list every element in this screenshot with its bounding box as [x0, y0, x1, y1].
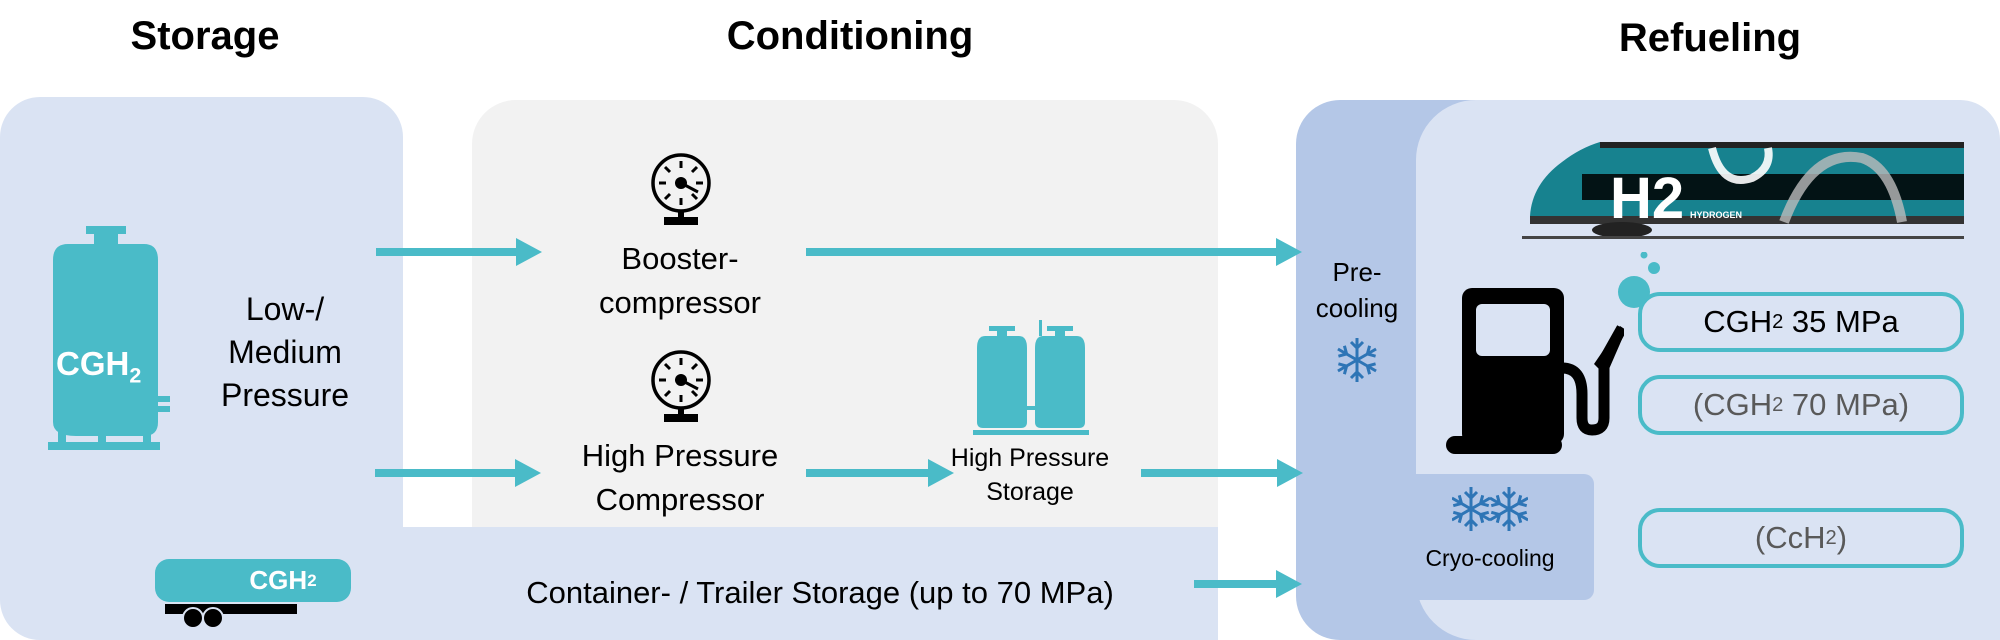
cryo-snowflake-icon-2: [1490, 485, 1528, 533]
train-hydrogen-text: HYDROGEN: [1690, 210, 1742, 220]
arrow-hp-storage-to-refueling: [1141, 459, 1303, 487]
arrow-to-hp-compressor: [375, 459, 541, 487]
hydrogen-train-icon: H2 HYDROGEN: [1522, 142, 1964, 239]
hp-compressor-line-1: High Pressure: [581, 438, 779, 473]
cryo-cooling-label: Cryo-cooling: [1425, 545, 1555, 571]
hp-compressor-line-2: Compressor: [595, 482, 765, 517]
booster-gauge-icon: [651, 153, 711, 225]
arrow-to-booster: [376, 238, 542, 266]
arrow-booster-to-refueling: [806, 238, 1302, 266]
storage-header: Storage: [130, 14, 280, 58]
tank-label-text: CGH: [56, 345, 130, 382]
pressure-line-2: Medium: [228, 334, 342, 370]
precooling-line-1: Pre-: [1332, 257, 1382, 287]
train-h2-text: H2: [1610, 166, 1684, 231]
option-3-sub: 2: [1825, 526, 1837, 549]
hp-storage-label: High Pressure Storage: [920, 441, 1140, 509]
cryo-snowflake-icon-1: [1452, 487, 1490, 533]
trailer-chassis-icon: [165, 604, 297, 629]
hp-compressor-gauge-icon: [651, 350, 711, 422]
booster-line-2: compressor: [599, 285, 761, 320]
option-2-pre: (CGH: [1692, 387, 1773, 422]
arrow-trailer-to-refueling: [1194, 570, 1302, 598]
option-3-pre: (CcH: [1754, 520, 1826, 555]
option-2-post: 70 MPa): [1783, 387, 1910, 422]
conditioning-header: Conditioning: [726, 14, 974, 58]
trailer-label-sub: 2: [307, 570, 317, 590]
trailer-storage-label: Container- / Trailer Storage (up to 70 M…: [526, 575, 1114, 610]
option-1-pre: CGH: [1703, 304, 1773, 339]
option-1-sub: 2: [1772, 310, 1784, 333]
booster-line-1: Booster-: [621, 241, 739, 276]
booster-compressor-label: Booster- compressor: [560, 237, 800, 325]
hp-storage-tanks-icon: [973, 320, 1089, 435]
hp-storage-line-2: Storage: [986, 478, 1074, 506]
precooling-line-2: cooling: [1315, 293, 1399, 323]
tank-label-sub: 2: [129, 363, 142, 388]
hp-compressor-label: High Pressure Compressor: [540, 434, 820, 522]
trailer-label-text: CGH: [249, 565, 308, 595]
option-1-post: 35 MPa: [1783, 304, 1899, 339]
tank-label: CGH2: [56, 345, 141, 389]
gas-tank-icon: [48, 226, 170, 450]
precooling-label: Pre- cooling: [1300, 254, 1414, 326]
hp-storage-line-1: High Pressure: [950, 444, 1110, 472]
fuel-pump-icon: [1446, 288, 1624, 454]
pressure-line-1: Low-/: [245, 291, 325, 327]
low-medium-pressure-label: Low-/ Medium Pressure: [195, 288, 375, 417]
cryo-cooling-box: [1387, 474, 1594, 600]
conditioning-panel: [472, 100, 1218, 527]
option-3-post: ): [1836, 520, 1848, 555]
refueling-header: Refueling: [1618, 16, 1802, 60]
pressure-line-3: Pressure: [220, 377, 350, 413]
precooling-snowflake-icon: [1333, 338, 1381, 384]
trailer-storage-bar: [300, 527, 1218, 640]
arrow-to-hp-storage: [806, 459, 954, 487]
option-2-sub: 2: [1772, 393, 1784, 416]
